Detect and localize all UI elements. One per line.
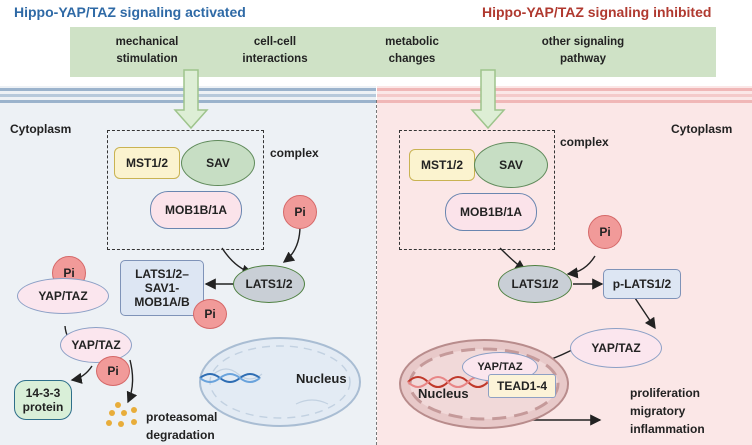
- outcome-proliferation: proliferation: [630, 386, 701, 400]
- mst-node-right: MST1/2: [409, 149, 475, 181]
- sav-node-right: SAV: [474, 142, 548, 188]
- mob-node-left: MOB1B/1A: [150, 191, 242, 229]
- complex-box-left: [107, 130, 264, 250]
- cytoplasm-label-left: Cytoplasm: [10, 122, 72, 136]
- lats-node-right: LATS1/2: [498, 265, 572, 303]
- stimulus-cell-cell: cell-cell interactions: [242, 36, 308, 65]
- pi-node-right: Pi: [588, 215, 622, 249]
- stimulus-metabolic: metabolic changes: [385, 36, 439, 65]
- pi-node-lats-complex: Pi: [193, 299, 227, 329]
- cytoplasm-label-right: Cytoplasm: [671, 122, 733, 136]
- title-activated: Hippo-YAP/TAZ signaling activated: [14, 4, 246, 20]
- outcomes-list: proliferation migratory inflammation: [630, 384, 705, 438]
- nucleus-left-icon: [199, 337, 361, 427]
- degradation-label: proteasomal degradation: [146, 410, 218, 442]
- nucleus-label-right: Nucleus: [418, 386, 469, 401]
- pi-node-yap: Pi: [96, 356, 130, 386]
- complex-label-left: complex: [270, 146, 319, 160]
- mst-node-left: MST1/2: [114, 147, 180, 179]
- lats-node-left: LATS1/2: [233, 265, 305, 303]
- title-inhibited: Hippo-YAP/TAZ signaling inhibited: [482, 4, 712, 20]
- sav-node-left: SAV: [181, 140, 255, 186]
- outcome-migratory: migratory: [630, 404, 686, 418]
- 14-3-3-protein-node: 14-3-3 protein: [14, 380, 72, 420]
- outcome-inflammation: inflammation: [630, 422, 705, 436]
- panel-divider: [376, 100, 377, 445]
- p-lats-node: p-LATS1/2: [603, 269, 681, 299]
- pi-node-left-top: Pi: [283, 195, 317, 229]
- tead-node: TEAD1-4: [488, 374, 556, 398]
- yap-node-left-top: YAP/TAZ: [17, 278, 109, 314]
- stimulus-other: other signaling pathway: [541, 36, 625, 65]
- nucleus-label-left: Nucleus: [296, 371, 347, 386]
- complex-box-right: [399, 130, 555, 250]
- stimulus-mechanical: mechanical stimulation: [115, 36, 179, 65]
- degradation-particles-icon: [106, 402, 137, 427]
- complex-label-right: complex: [560, 135, 609, 149]
- yap-node-right: YAP/TAZ: [570, 328, 662, 368]
- lats-complex-node: LATS1/2–SAV1-MOB1A/B: [120, 260, 204, 316]
- stimuli-banner: [70, 27, 716, 77]
- mob-node-right: MOB1B/1A: [445, 193, 537, 231]
